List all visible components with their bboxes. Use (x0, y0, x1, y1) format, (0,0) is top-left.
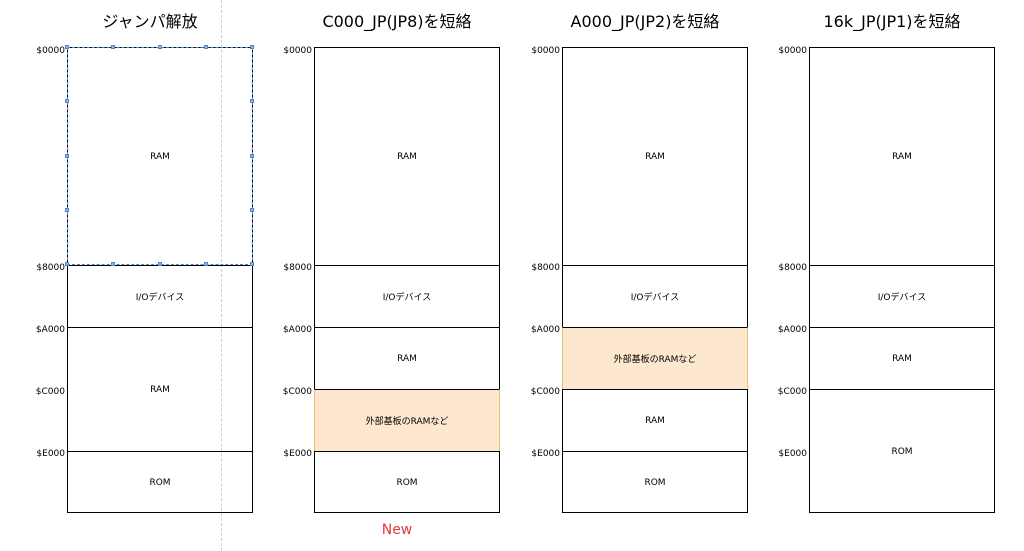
segment-label: I/Oデバイス (877, 293, 927, 303)
resize-handle[interactable] (204, 45, 208, 49)
resize-handle[interactable] (65, 99, 69, 103)
resize-handle[interactable] (204, 262, 208, 266)
address-label-0000: $0000 (283, 46, 312, 56)
segment-label: RAM (645, 415, 665, 426)
segment-io-devices[interactable]: I/Oデバイス (314, 265, 500, 327)
address-label-c000: $C000 (282, 387, 312, 397)
segment-rom[interactable]: ROM (562, 451, 748, 513)
segment-external-ram[interactable]: 外部基板のRAMなど (562, 327, 748, 389)
memory-map-column-16k-jumper: 16k_JP(JP1)を短絡 $0000 $8000 $A000 $C000 $… (772, 0, 1012, 551)
segment-label: RAM (397, 353, 417, 364)
segment-label: ROM (891, 446, 913, 457)
resize-handle[interactable] (158, 45, 162, 49)
segment-label: I/Oデバイス (382, 293, 432, 303)
resize-handle[interactable] (65, 262, 69, 266)
segment-ram-low[interactable]: RAM (809, 48, 995, 265)
memory-map-column-a000-jumper: A000_JP(JP2)を短絡 $0000 $8000 $A000 $C000 … (525, 0, 765, 551)
resize-handle[interactable] (250, 208, 254, 212)
address-label-c000: $C000 (35, 387, 65, 397)
segment-label: RAM (892, 353, 912, 364)
column-title: ジャンパ解放 (102, 12, 198, 31)
page-divider-guide (221, 0, 222, 551)
address-label-c000: $C000 (530, 387, 560, 397)
memory-map: RAM I/Oデバイス RAM ROM (809, 47, 995, 513)
segment-label: I/Oデバイス (135, 293, 185, 303)
resize-handle[interactable] (158, 262, 162, 266)
resize-handle[interactable] (65, 154, 69, 158)
address-label-a000: $A000 (530, 325, 560, 335)
segment-external-ram[interactable]: 外部基板のRAMなど (314, 389, 500, 451)
address-label-e000: $E000 (283, 449, 312, 459)
segment-ram-a000[interactable]: RAM (314, 327, 500, 389)
address-label-e000: $E000 (36, 449, 65, 459)
address-label-0000: $0000 (778, 46, 807, 56)
segment-label: ROM (396, 477, 418, 488)
resize-handle[interactable] (250, 154, 254, 158)
resize-handle[interactable] (65, 208, 69, 212)
column-title: A000_JP(JP2)を短絡 (570, 12, 720, 31)
address-label-8000: $8000 (283, 263, 312, 273)
segment-ram-low[interactable]: RAM (67, 48, 253, 265)
segment-label: 外部基板のRAMなど (613, 355, 697, 365)
memory-map-column-jumper-open: ジャンパ解放 $0000 $8000 $A000 $C000 $E000 RAM… (30, 0, 270, 551)
segment-io-devices[interactable]: I/Oデバイス (562, 265, 748, 327)
segment-label: RAM (892, 151, 912, 162)
address-label-0000: $0000 (36, 46, 65, 56)
address-label-a000: $A000 (35, 325, 65, 335)
resize-handle[interactable] (65, 45, 69, 49)
address-label-c000: $C000 (777, 387, 807, 397)
segment-ram-a000[interactable]: RAM (809, 327, 995, 389)
segment-rom[interactable]: ROM (314, 451, 500, 513)
address-label-a000: $A000 (777, 325, 807, 335)
column-title: C000_JP(JP8)を短絡 (322, 12, 472, 31)
address-label-8000: $8000 (531, 263, 560, 273)
segment-label: ROM (149, 477, 171, 488)
memory-map: RAM I/Oデバイス RAM 外部基板のRAMなど ROM (314, 47, 500, 513)
segment-ram-low[interactable]: RAM (562, 48, 748, 265)
segment-label: 外部基板のRAMなど (365, 417, 449, 427)
segment-rom[interactable]: ROM (67, 451, 253, 513)
segment-ram-high[interactable]: RAM (67, 327, 253, 451)
address-label-e000: $E000 (778, 449, 807, 459)
segment-io-devices[interactable]: I/Oデバイス (67, 265, 253, 327)
memory-map: RAM I/Oデバイス RAM ROM (67, 47, 253, 513)
resize-handle[interactable] (250, 262, 254, 266)
address-label-8000: $8000 (778, 263, 807, 273)
segment-label: I/Oデバイス (630, 293, 680, 303)
resize-handle[interactable] (111, 262, 115, 266)
segment-label: RAM (397, 151, 417, 162)
segment-label: RAM (645, 151, 665, 162)
memory-map: RAM I/Oデバイス 外部基板のRAMなど RAM ROM (562, 47, 748, 513)
segment-label: RAM (150, 384, 170, 395)
segment-ram-low[interactable]: RAM (314, 48, 500, 265)
segment-label: RAM (150, 151, 170, 162)
address-label-e000: $E000 (531, 449, 560, 459)
address-label-a000: $A000 (282, 325, 312, 335)
segment-ram-c000[interactable]: RAM (562, 389, 748, 451)
resize-handle[interactable] (111, 45, 115, 49)
address-label-8000: $8000 (36, 263, 65, 273)
resize-handle[interactable] (250, 99, 254, 103)
column-title: 16k_JP(JP1)を短絡 (823, 12, 961, 31)
segment-label: ROM (644, 477, 666, 488)
segment-rom[interactable]: ROM (809, 389, 995, 513)
resize-handle[interactable] (250, 45, 254, 49)
memory-map-column-c000-jumper: C000_JP(JP8)を短絡 $0000 $8000 $A000 $C000 … (277, 0, 517, 551)
segment-io-devices[interactable]: I/Oデバイス (809, 265, 995, 327)
address-label-0000: $0000 (531, 46, 560, 56)
new-badge: New (381, 522, 413, 538)
